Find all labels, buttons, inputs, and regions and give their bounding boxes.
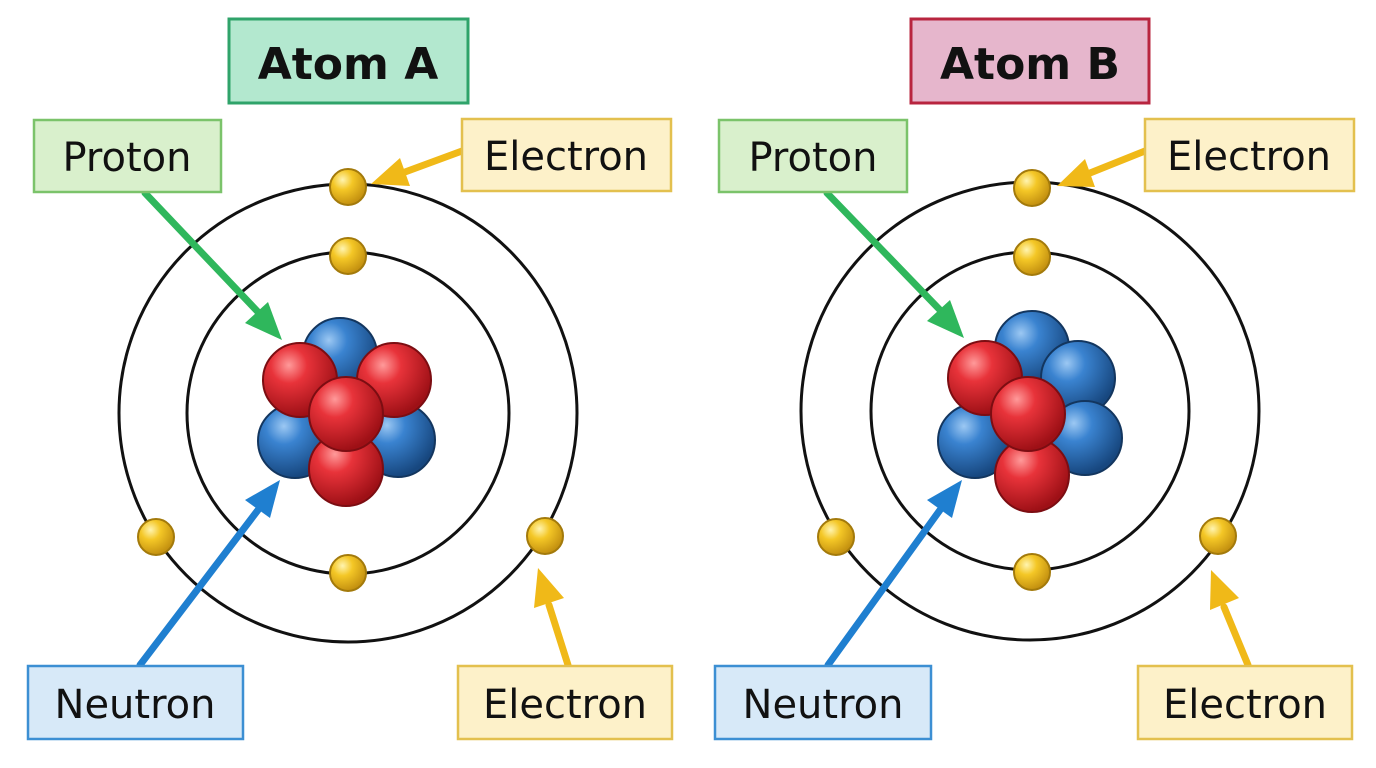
electron-icon [1199,517,1237,555]
atom-a-neutron-arrow [136,480,280,669]
electron-label-text: Electron [1167,134,1331,180]
atom-a-electron-bottom-label: Electron [456,664,674,741]
electron-icon [1013,169,1051,207]
atom-a-title-box: Atom A [227,17,470,105]
electron-label-text: Electron [483,682,647,728]
proton-icon [308,376,384,452]
electron-icon [329,168,367,206]
atom-a: Atom A [26,17,674,741]
atom-b-proton-label: Proton [717,118,909,194]
atom-a-title: Atom A [258,39,439,90]
atom-b-title: Atom B [940,39,1120,90]
electron-icon [137,518,175,556]
atom-b-proton-arrow [823,189,964,338]
electron-icon [526,517,564,555]
atom-b-title-background [909,17,1151,105]
atom-a-proton-label: Proton [32,118,223,194]
atom-b-electron-top-label: Electron [1143,117,1356,193]
proton-label-text: Proton [63,135,192,181]
atom-b-neutron-label: Neutron [713,664,933,741]
atom-a-electron-top-arrow [371,147,466,186]
electron-label-text: Electron [484,134,648,180]
atom-a-title-background [227,17,470,105]
atom-b-electron-bottom-arrow [1210,570,1252,669]
atom-a-electron-bottom-arrow [534,568,572,669]
atom-a-proton-arrow [141,189,282,340]
atom-b-electron-top-arrow [1057,147,1149,187]
electron-icon [1013,553,1051,591]
proton-icon [990,376,1066,452]
electron-icon [1013,238,1051,276]
atom-b-title-box: Atom B [909,17,1151,105]
atom-a-electron-top-label: Electron [460,117,673,193]
neutron-label-text: Neutron [55,682,216,728]
electron-icon [817,518,855,556]
neutron-label-text: Neutron [743,682,904,728]
proton-label-text: Proton [749,135,878,181]
atom-b: Atom B [713,17,1356,741]
atom-b-nucleus [937,310,1123,513]
electron-label-text: Electron [1163,682,1327,728]
atom-b-neutron-arrow [824,480,962,669]
atom-a-nucleus [257,317,436,507]
atom-a-neutron-label: Neutron [26,664,245,741]
atom-b-electron-bottom-label: Electron [1136,664,1354,741]
electron-icon [329,237,367,275]
electron-icon [329,554,367,592]
